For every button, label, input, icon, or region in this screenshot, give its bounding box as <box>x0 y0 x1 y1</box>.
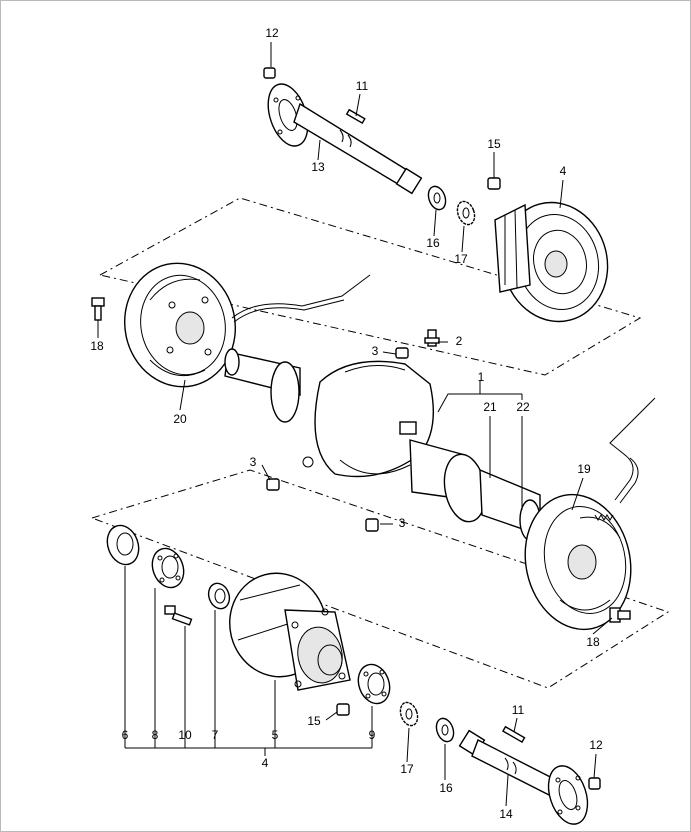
callout-20: 20 <box>173 412 187 426</box>
axle-shaft-lower <box>458 729 589 825</box>
bolt-18-right <box>609 607 631 623</box>
lock-washer-17-upper <box>456 200 476 226</box>
callout-12-upper: 12 <box>265 26 279 40</box>
callout-9: 9 <box>369 728 376 742</box>
callout-14: 14 <box>499 807 513 821</box>
callout-11-upper: 11 <box>356 79 369 93</box>
breather-plug-2 <box>424 329 440 347</box>
washer-16-lower <box>435 717 455 743</box>
nut-12-lower <box>588 777 601 790</box>
bolt-10 <box>164 605 193 626</box>
hub-assembly-box-lower <box>90 469 670 689</box>
callout-18-left: 18 <box>90 339 104 353</box>
stud-bolt-upper <box>345 108 366 125</box>
callout-12-lower: 12 <box>589 738 603 752</box>
callout-1: 1 <box>478 370 485 384</box>
callout-4-upper: 4 <box>560 164 567 178</box>
bolt-18-left <box>91 297 105 321</box>
callout-18-right: 18 <box>586 635 600 649</box>
callout-2: 2 <box>456 334 463 348</box>
stud-bolt-lower <box>502 725 526 744</box>
callout-15-upper: 15 <box>487 137 501 151</box>
callout-5: 5 <box>272 728 279 742</box>
brake-cable-left <box>231 274 371 323</box>
lock-washer-17-lower <box>399 701 419 727</box>
callout-8: 8 <box>152 728 159 742</box>
brake-assembly-box-upper <box>98 197 642 376</box>
callout-17-lower: 17 <box>400 762 414 776</box>
nut-15-lower <box>336 703 350 716</box>
washer-16-upper <box>427 185 447 211</box>
callout-7: 7 <box>212 728 219 742</box>
callout-6: 6 <box>122 728 129 742</box>
brake-drum-upper <box>494 201 609 323</box>
nut-15-upper <box>487 177 501 190</box>
callout-11-lower: 11 <box>512 703 525 717</box>
plug-3-bottom <box>365 518 379 532</box>
plug-3-left <box>266 478 280 491</box>
brake-backing-plate-left <box>123 262 237 388</box>
seal-7 <box>207 582 231 610</box>
callout-10: 10 <box>178 728 192 742</box>
callout-4-lower: 4 <box>262 756 269 770</box>
plug-3-top <box>395 347 409 359</box>
callout-13: 13 <box>311 160 325 174</box>
callout-15-lower: 15 <box>307 714 321 728</box>
callout-16-upper: 16 <box>426 236 440 250</box>
callout-19: 19 <box>577 462 591 476</box>
brake-backing-plate-right <box>524 493 632 631</box>
callout-3-left: 3 <box>250 455 257 469</box>
hub-drum-5 <box>229 572 351 691</box>
callout-17-upper: 17 <box>454 252 468 266</box>
leader-lines <box>97 42 613 807</box>
axle-housing <box>224 348 541 541</box>
brake-cable-right <box>609 397 656 504</box>
callout-16-lower: 16 <box>439 781 453 795</box>
bearing-9 <box>357 663 391 705</box>
callout-3-top: 3 <box>372 344 379 358</box>
bearing-8 <box>151 547 185 589</box>
callout-3-bottom: 3 <box>399 516 406 530</box>
callout-22: 22 <box>516 400 530 414</box>
oil-seal-6 <box>106 524 140 566</box>
callout-21: 21 <box>483 400 497 414</box>
axle-shaft-upper <box>267 83 423 195</box>
nut-upper <box>263 67 276 79</box>
